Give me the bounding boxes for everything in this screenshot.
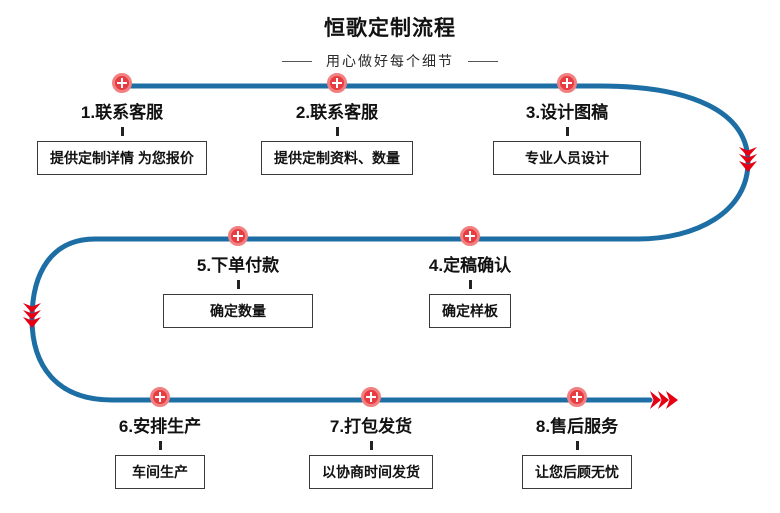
plus-icon (465, 231, 475, 241)
step-8-node-icon (567, 387, 587, 407)
step-5-node-icon (228, 226, 248, 246)
step-6-node-icon (150, 387, 170, 407)
process-path-line (29, 83, 751, 403)
step-2-node-icon (327, 73, 347, 93)
step-8: 8.售后服务 让您后顾无忧 (467, 387, 687, 489)
step-7-label: 7.打包发货 (329, 417, 413, 436)
page-title: 恒歌定制流程 (324, 17, 456, 40)
step-2-box: 提供定制资料、数量 (261, 141, 413, 175)
step-7-node-icon (361, 387, 381, 407)
plus-icon (332, 78, 342, 88)
plus-icon (233, 231, 243, 241)
step-2-connector (335, 127, 339, 136)
step-1-node-icon (112, 73, 132, 93)
step-1-connector (120, 127, 124, 136)
step-4-label: 4.定稿确认 (428, 256, 512, 275)
step-7: 7.打包发货 以协商时间发货 (261, 387, 481, 489)
subtitle-dash-left (282, 60, 312, 62)
step-5: 5.下单付款 确定数量 (128, 226, 348, 328)
step-4-box: 确定样板 (429, 294, 511, 328)
step-3-node-icon (557, 73, 577, 93)
step-5-connector (236, 280, 240, 289)
step-8-box: 让您后顾无忧 (522, 455, 632, 489)
plus-icon (572, 392, 582, 402)
arrow-right-end-icon (650, 391, 678, 409)
step-7-connector (369, 441, 373, 450)
step-1: 1.联系客服 提供定制详情 为您报价 (12, 73, 232, 175)
step-4: 4.定稿确认 确定样板 (360, 226, 580, 328)
step-6-label: 6.安排生产 (118, 417, 202, 436)
step-5-label: 5.下单付款 (196, 256, 280, 275)
step-4-connector (468, 280, 472, 289)
step-5-box: 确定数量 (163, 294, 313, 328)
step-6: 6.安排生产 车间生产 (50, 387, 270, 489)
subtitle-text: 用心做好每个细节 (326, 53, 454, 69)
header: 恒歌定制流程 用心做好每个细节 (0, 12, 780, 71)
arrow-down-right-icon (739, 147, 757, 172)
step-2: 2.联系客服 提供定制资料、数量 (227, 73, 447, 175)
step-6-box: 车间生产 (115, 455, 205, 489)
step-1-box: 提供定制详情 为您报价 (37, 141, 207, 175)
step-3-box: 专业人员设计 (493, 141, 641, 175)
step-4-node-icon (460, 226, 480, 246)
plus-icon (117, 78, 127, 88)
page-subtitle: 用心做好每个细节 (0, 51, 780, 71)
step-1-label: 1.联系客服 (80, 103, 164, 122)
subtitle-dash-right (468, 60, 498, 62)
step-7-box: 以协商时间发货 (309, 455, 433, 489)
step-3-connector (565, 127, 569, 136)
arrow-down-left-icon (23, 303, 41, 328)
step-3: 3.设计图稿 专业人员设计 (457, 73, 677, 175)
plus-icon (366, 392, 376, 402)
plus-icon (155, 392, 165, 402)
step-2-label: 2.联系客服 (295, 103, 379, 122)
step-8-label: 8.售后服务 (535, 417, 619, 436)
step-8-connector (575, 441, 579, 450)
step-3-label: 3.设计图稿 (525, 103, 609, 122)
plus-icon (562, 78, 572, 88)
step-6-connector (158, 441, 162, 450)
